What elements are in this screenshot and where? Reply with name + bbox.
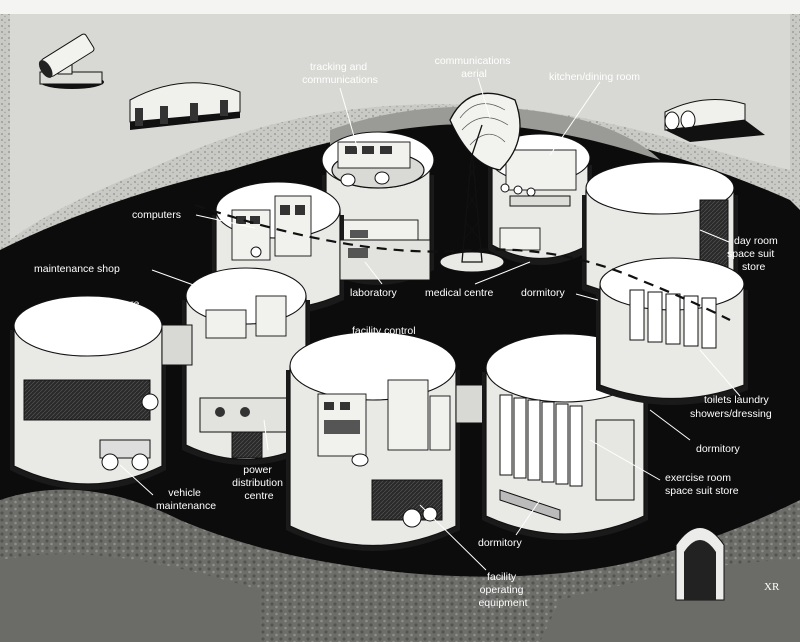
label-dormitory-top: dormitory: [521, 287, 566, 299]
vehicle-icon: [99, 439, 151, 471]
label-exercise-room: exercise room: [665, 472, 731, 484]
module-tracking: [321, 131, 435, 285]
label-medical-centre: medical centre: [425, 287, 493, 299]
label-tracking: tracking and communications: [302, 61, 378, 86]
satellite-dish-icon: [439, 92, 521, 273]
label-space-suit-store-top: space suit store: [727, 248, 777, 273]
label-dormitory-bottom: dormitory: [478, 537, 523, 549]
label-computers: computers: [132, 209, 181, 221]
label-dormitory-right: dormitory: [696, 443, 741, 455]
module-kitchen: [488, 133, 592, 265]
distant-terrain: [10, 14, 790, 240]
telescope-icon: [38, 33, 104, 89]
label-toilets-laundry: toilets laundry: [704, 394, 770, 406]
module-toilets-laundry: [596, 257, 748, 405]
leader-kitchen: [549, 81, 601, 156]
module-facility-control: [286, 331, 460, 551]
label-facility-control: facility control: [352, 325, 416, 337]
leader-medical: [474, 261, 531, 285]
label-power-distribution: power distribution centre: [232, 464, 286, 502]
label-laboratory: laboratory: [350, 287, 397, 299]
leader-store: [133, 308, 141, 331]
leader-maintenance-shop: [151, 269, 236, 301]
label-maintenance-shop: maintenance shop: [34, 263, 120, 275]
dormitory-partitions: [499, 394, 583, 487]
label-facility-equipment: facility operating equipment: [478, 571, 527, 609]
module-store: [10, 295, 166, 490]
leader-computers: [195, 214, 256, 229]
surface-hangar-right: [664, 99, 765, 142]
exit-tunnel: [675, 527, 725, 601]
label-aerial: communications aerial: [435, 55, 514, 80]
label-vehicle-maintenance: vehicle maintenance: [156, 487, 216, 512]
label-space-suit-store-bottom: space suit store: [665, 485, 739, 497]
leader-aerial: [477, 77, 491, 119]
label-kitchen: kitchen/dining room: [549, 71, 640, 83]
leader-dormitory-bottom: [515, 499, 541, 536]
leader-exercise: [589, 439, 661, 481]
leader-day-room: [699, 229, 730, 243]
connector-store-shop: [161, 324, 193, 366]
label-store: store: [116, 298, 140, 310]
leader-facility-control: [387, 339, 393, 361]
label-day-room: day room: [734, 235, 778, 247]
leader-vehicle: [119, 464, 154, 496]
module-maintenance-shop: [182, 267, 310, 465]
leader-power: [263, 419, 269, 451]
label-showers-dressing: showers/dressing: [690, 408, 772, 420]
tunnel-path: [194, 203, 731, 321]
leader-dormitory-right: [649, 409, 691, 441]
leader-laboratory: [364, 261, 383, 285]
crater-rim: [330, 106, 660, 160]
leader-toilets: [699, 349, 741, 397]
artist-signature: XR: [764, 581, 780, 593]
leader-dormitory-top: [575, 293, 599, 301]
leader-tracking: [339, 87, 359, 151]
surface-hangar-left: [129, 82, 241, 130]
module-laboratory: [339, 239, 431, 281]
leader-equipment: [419, 504, 487, 571]
